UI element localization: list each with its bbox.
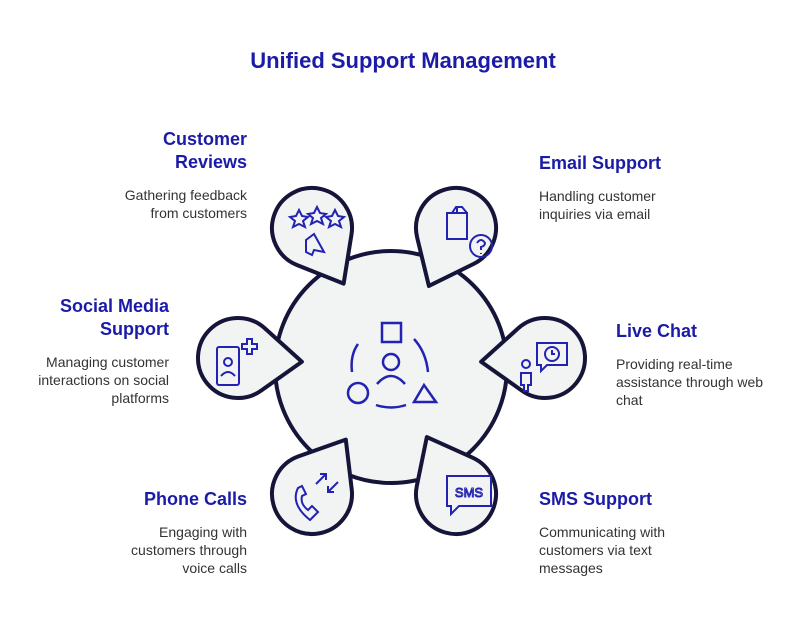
label-sms-support: SMS Support Communicating with customers… — [539, 488, 689, 577]
item-title: SMS Support — [539, 489, 652, 509]
item-title: Phone Calls — [143, 489, 247, 509]
box-question-icon — [446, 206, 493, 258]
item-title: Email Support — [539, 153, 662, 173]
label-phone-calls: Phone Calls Engaging with customers thro… — [97, 488, 247, 577]
center-shapes-user-icon — [346, 321, 439, 409]
item-desc: Gathering feedback from customers — [124, 187, 247, 221]
person-chat-clock-icon — [520, 342, 568, 392]
item-desc: Providing real-time assistance through w… — [616, 356, 764, 408]
label-email-support: Email Support Handling customer inquirie… — [539, 152, 689, 223]
item-title: Social Media Support — [59, 296, 169, 339]
item-desc: Engaging with customers through voice ca… — [131, 524, 247, 576]
diagram-title: Unified Support Management — [250, 48, 556, 73]
svg-text:SMS: SMS — [455, 485, 484, 500]
node-phone-calls — [270, 437, 354, 536]
node-live-chat — [479, 316, 587, 400]
item-title: Customer Reviews — [162, 129, 247, 172]
node-social-media-support — [196, 316, 304, 400]
item-desc: Communicating with customers via text me… — [539, 524, 666, 576]
phone-user-plus-icon — [216, 338, 258, 386]
item-desc: Managing customer interactions on social… — [38, 354, 169, 406]
label-customer-reviews: Customer Reviews Gathering feedback from… — [47, 128, 247, 222]
item-title: Live Chat — [616, 321, 698, 341]
node-email-support — [414, 186, 498, 288]
node-sms-support — [414, 435, 498, 536]
stars-megaphone-icon — [287, 204, 347, 257]
label-social-media-support: Social Media Support Managing customer i… — [19, 295, 169, 407]
phone-call-icon — [294, 473, 339, 522]
item-desc: Handling customer inquiries via email — [539, 188, 656, 222]
sms-bubble-icon: SMS — [446, 475, 492, 517]
center-hub — [273, 249, 509, 485]
label-live-chat: Live Chat Providing real-time assistance… — [616, 320, 786, 409]
